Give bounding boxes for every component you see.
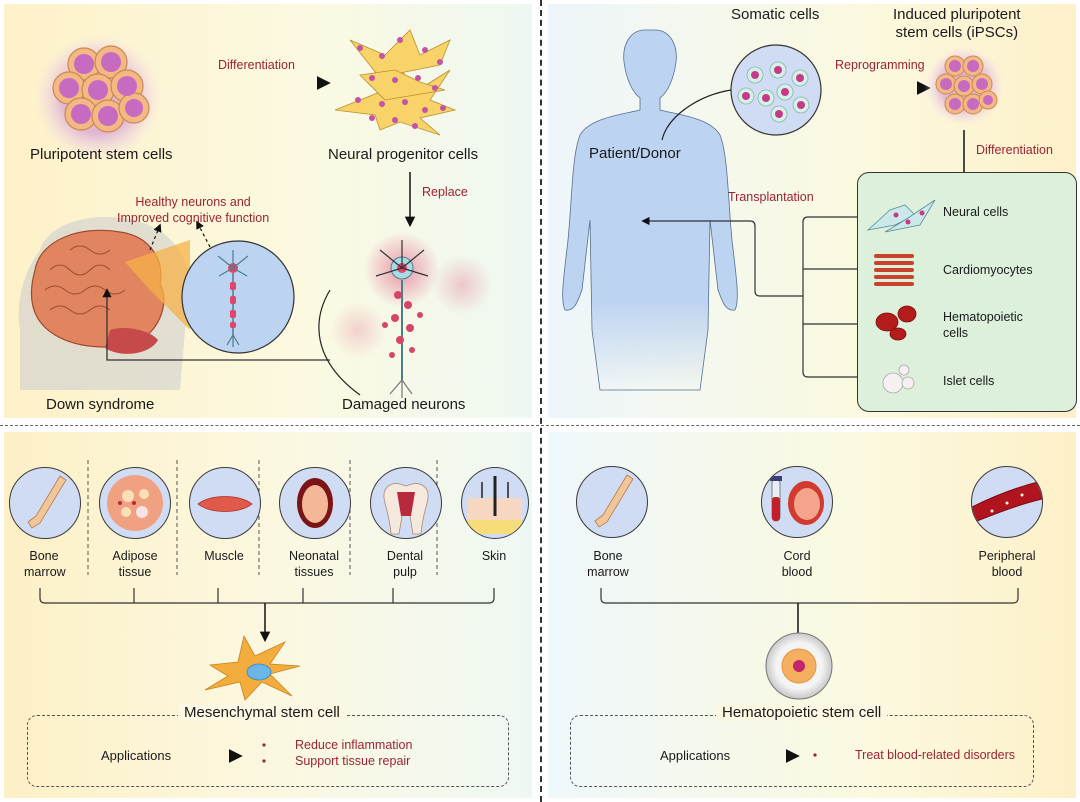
msc-title: Mesenchymal stem cell bbox=[178, 704, 346, 721]
source-label-line1: Bone bbox=[29, 549, 59, 563]
hematopoietic-label-line1: Hematopoietic bbox=[943, 310, 1023, 324]
hsc-source-label-cord-blood: Cord blood bbox=[775, 548, 819, 580]
source-label-line1: Cord bbox=[783, 549, 811, 563]
source-label-line1: Adipose bbox=[112, 549, 158, 563]
source-label-line2: tissues bbox=[294, 565, 334, 579]
healthy-label-line1: Healthy neurons and bbox=[135, 195, 251, 209]
damaged-neurons-label: Damaged neurons bbox=[342, 396, 466, 413]
source-label-line2: pulp bbox=[393, 565, 417, 579]
muscle-icon bbox=[189, 467, 261, 539]
hsc-applications-label: Applications bbox=[660, 748, 731, 763]
source-label-line1: Dental bbox=[386, 549, 424, 563]
cardiomyocytes-label: Cardiomyocytes bbox=[943, 263, 1033, 277]
source-label-skin: Skin bbox=[472, 548, 516, 564]
healthy-neurons-label: Healthy neurons and Improved cognitive f… bbox=[117, 194, 269, 226]
islet-cells-label: Islet cells bbox=[943, 374, 995, 388]
source-label-line1: Neonatal bbox=[288, 549, 340, 563]
neural-cells-label: Neural cells bbox=[943, 205, 1009, 219]
replace-label: Replace bbox=[422, 185, 468, 199]
horizontal-divider bbox=[0, 425, 1080, 426]
source-label-bone-marrow: Bone marrow bbox=[24, 548, 66, 580]
msc-application-2: Support tissue repair bbox=[295, 754, 411, 768]
pluripotent-stem-cells-label: Pluripotent stem cells bbox=[30, 146, 173, 163]
panel-mesenchymal-stem-cell bbox=[4, 432, 532, 798]
source-label-line1: Peripheral bbox=[978, 549, 1036, 563]
neonatal-tissues-icon bbox=[279, 467, 351, 539]
source-label-neonatal-tissues: Neonatal tissues bbox=[284, 548, 344, 580]
msc-applications-label: Applications bbox=[101, 748, 172, 763]
down-syndrome-label: Down syndrome bbox=[46, 396, 155, 413]
ipsc-label: Induced pluripotent stem cells (iPSCs) bbox=[893, 6, 1021, 42]
hsc-title: Hematopoietic stem cell bbox=[716, 704, 888, 721]
source-label-line2: tissue bbox=[118, 565, 152, 579]
source-label-dental-pulp: Dental pulp bbox=[380, 548, 430, 580]
transplantation-label: Transplantation bbox=[728, 190, 814, 204]
healthy-label-line2: Improved cognitive function bbox=[117, 211, 270, 225]
somatic-cells-label: Somatic cells bbox=[731, 6, 820, 23]
source-label-line2: marrow bbox=[24, 565, 66, 579]
dental-pulp-icon bbox=[370, 467, 442, 539]
skin-icon bbox=[461, 467, 529, 539]
hematopoietic-cells-label: Hematopoietic cells bbox=[943, 309, 1023, 341]
hsc-application-1: Treat blood-related disorders bbox=[855, 748, 1016, 762]
hsc-source-label-peripheral-blood: Peripheral blood bbox=[975, 548, 1039, 580]
source-label-line2: blood bbox=[991, 565, 1023, 579]
msc-applications-box bbox=[27, 715, 509, 787]
differentiation-label: Differentiation bbox=[218, 58, 295, 72]
bone-marrow-icon bbox=[9, 467, 81, 539]
ipsc-label-line2: stem cells (iPSCs) bbox=[895, 24, 1019, 41]
neural-progenitor-cells-label: Neural progenitor cells bbox=[328, 146, 479, 163]
source-label-line1: Skin bbox=[481, 549, 507, 563]
hsc-source-label-bone-marrow: Bone marrow bbox=[586, 548, 630, 580]
source-label-line1: Bone bbox=[593, 549, 623, 563]
source-label-adipose-tissue: Adipose tissue bbox=[110, 548, 160, 580]
bone-marrow-icon-hsc bbox=[576, 466, 648, 538]
peripheral-blood-icon bbox=[971, 466, 1043, 538]
patient-donor-label: Patient/Donor bbox=[589, 145, 681, 162]
ipsc-label-line1: Induced pluripotent bbox=[893, 6, 1021, 23]
source-label-muscle: Muscle bbox=[199, 548, 249, 564]
source-label-line2: marrow bbox=[587, 565, 629, 579]
reprogramming-label: Reprogramming bbox=[835, 58, 925, 72]
cord-blood-icon bbox=[761, 466, 833, 538]
adipose-tissue-icon bbox=[99, 467, 171, 539]
source-label-line2: blood bbox=[781, 565, 813, 579]
hematopoietic-label-line2: cells bbox=[943, 326, 969, 340]
msc-application-1: Reduce inflammation bbox=[295, 738, 413, 752]
source-label-line1: Muscle bbox=[204, 549, 244, 563]
differentiation-label-ipsc: Differentiation bbox=[976, 143, 1053, 157]
vertical-divider bbox=[540, 0, 542, 802]
